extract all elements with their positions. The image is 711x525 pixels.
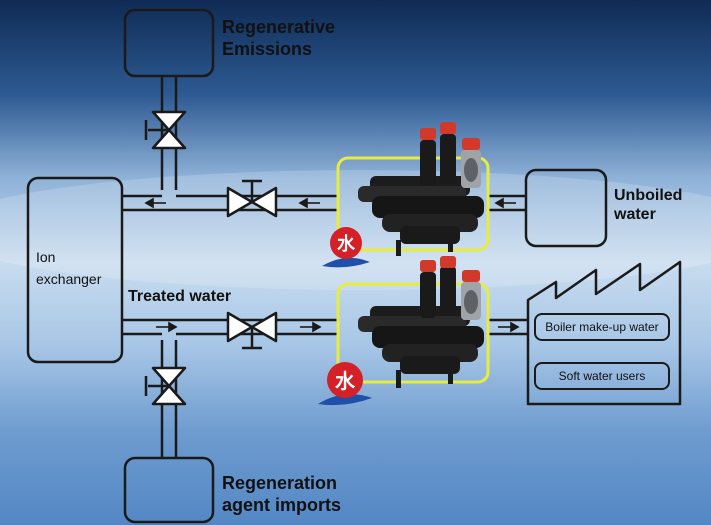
brand-logo-upper: 水: [322, 227, 370, 268]
unboiled-water-tank: [524, 168, 608, 248]
pill-boiler-make-up-water: Boiler make-up water: [534, 313, 670, 341]
pill-soft-water-users: Soft water users: [534, 362, 670, 390]
valve-lower-vertical: [144, 366, 187, 406]
valve-upper-horizontal: [226, 179, 278, 218]
filter-unit-lower: [358, 256, 484, 388]
regenerative-emissions-tank: [123, 8, 215, 78]
flow-arrow-lower-right: [498, 321, 520, 333]
flow-arrow-upper-right: [494, 197, 516, 209]
label-regenerative-emissions: Regenerative Emissions: [222, 17, 336, 59]
flow-arrow-lower-mid: [300, 321, 322, 333]
filter-unit-upper: [358, 122, 484, 256]
logo-text-upper: 水: [337, 233, 356, 255]
ion-exchanger-tank: [26, 176, 124, 364]
label-unboiled-water: Unboiled water: [614, 187, 683, 224]
brand-logo-lower: 水: [318, 362, 372, 406]
filter-box-lower: [336, 282, 490, 384]
label-ion-exchanger: Ion exchanger: [36, 249, 102, 288]
label-treated-water: Treated water: [128, 288, 232, 305]
flow-arrow-lower-left: [156, 321, 178, 333]
flow-arrow-upper-mid: [298, 197, 320, 209]
flow-arrow-upper-left: [144, 197, 166, 209]
logo-text-lower: 水: [335, 369, 356, 393]
regeneration-agent-tank: [123, 456, 215, 524]
valve-upper-vertical: [144, 110, 187, 150]
filter-box-upper: [336, 156, 490, 252]
label-regeneration-agent: Regeneration agent imports: [222, 473, 342, 515]
factory-building: [526, 260, 682, 406]
valve-lower-horizontal: [226, 311, 278, 350]
